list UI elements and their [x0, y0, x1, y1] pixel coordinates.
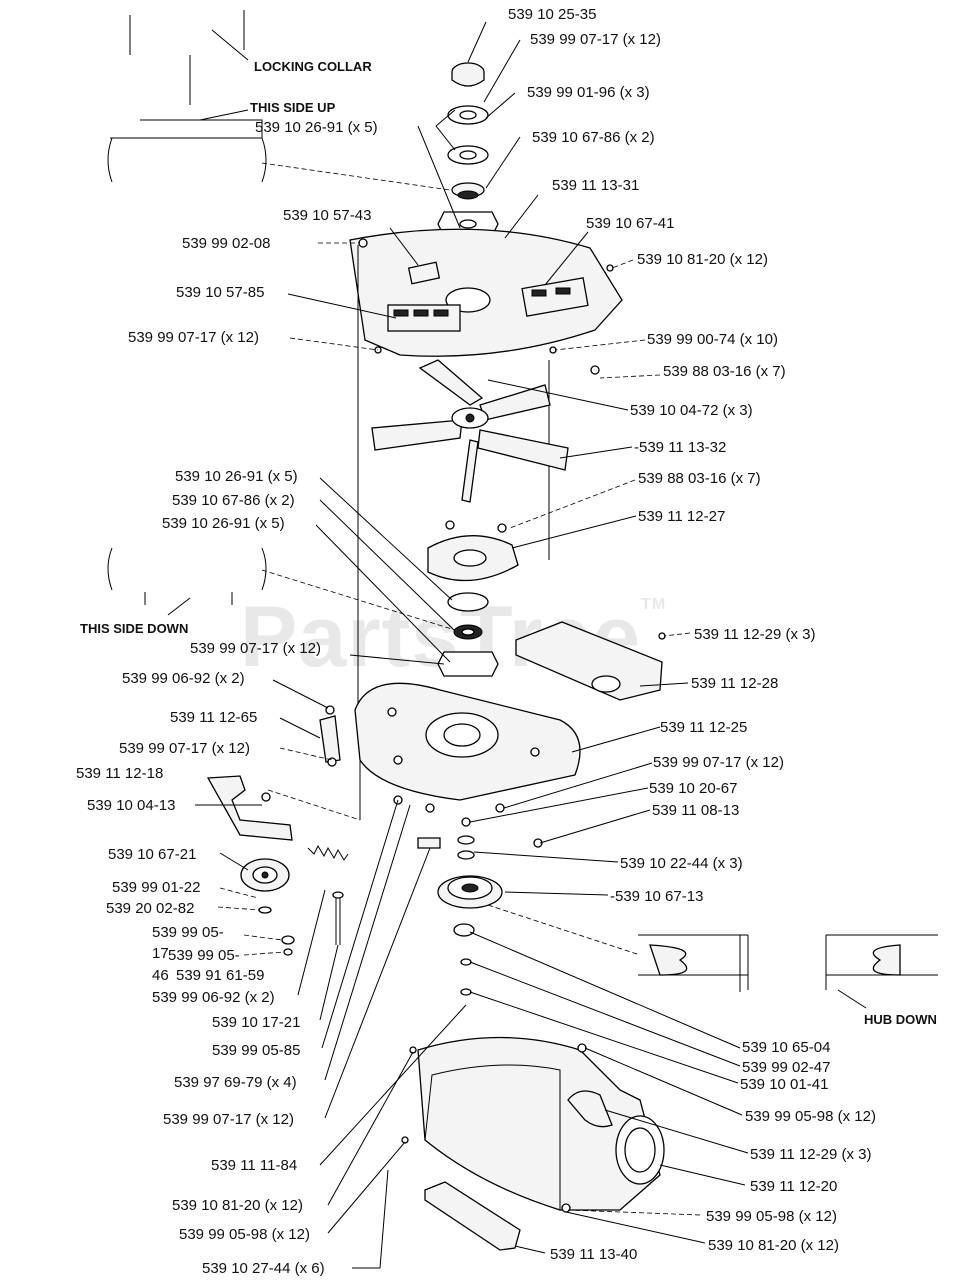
- note-hub-down: HUB DOWN: [864, 1012, 937, 1027]
- callout-label: 539 11 12-28: [691, 675, 778, 692]
- top-plate: [349, 228, 623, 375]
- callout-label: 539 99 07-17 (x 12): [653, 754, 784, 771]
- lower-chute-housing: [401, 1036, 665, 1213]
- callout-label: 539 10 65-04: [742, 1039, 830, 1056]
- callout-label: 539 99 02-08: [182, 235, 270, 252]
- callout-label: 46: [152, 967, 169, 984]
- callout-label: 539 10 26-91 (x 5): [175, 468, 298, 485]
- skid-plate: [424, 1181, 521, 1251]
- callout-label: 539 99 05-98 (x 12): [745, 1108, 876, 1125]
- callout-label: 539 10 25-35: [508, 6, 596, 23]
- callout-label: 539 10 04-13: [87, 797, 175, 814]
- callout-label: 539 10 81-20 (x 12): [172, 1197, 303, 1214]
- callout-label: 539 99 07-17 (x 12): [163, 1111, 294, 1128]
- callout-label: 539 99 00-74 (x 10): [647, 331, 778, 348]
- callout-label: 539 99 07-17 (x 12): [128, 329, 259, 346]
- callout-label: 17: [152, 945, 169, 962]
- callout-label: 539 10 67-41: [586, 215, 674, 232]
- callout-label: 539 20 02-82: [106, 900, 194, 917]
- callout-label: 539 99 07-17 (x 12): [530, 31, 661, 48]
- hub-plate: [427, 520, 519, 677]
- note-this-side-up: THIS SIDE UP: [250, 100, 336, 115]
- callout-label: 539 88 03-16 (x 7): [663, 363, 786, 380]
- note-this-side-down: THIS SIDE DOWN: [80, 621, 188, 636]
- top-bearing-stack: [417, 62, 499, 237]
- callout-label: 539 10 57-43: [283, 207, 371, 224]
- callout-label: 539 99 05-: [168, 947, 240, 964]
- callout-label: 539 10 20-67: [649, 780, 737, 797]
- leader-lines: [195, 21, 749, 1269]
- callout-label: 539 10 27-44 (x 6): [202, 1260, 325, 1277]
- callout-label: 539 11 08-13: [652, 802, 739, 819]
- callout-label: 539 10 57-85: [176, 284, 264, 301]
- callout-label: 539 99 06-92 (x 2): [122, 670, 245, 687]
- callout-label: 539 99 07-17 (x 12): [119, 740, 250, 757]
- main-housing: [354, 682, 581, 820]
- callout-label: 539 99 05-98 (x 12): [706, 1208, 837, 1225]
- callout-label: 539 11 13-40: [550, 1246, 637, 1263]
- callout-label: 539 11 12-27: [638, 508, 725, 525]
- callout-label: 539 10 67-86 (x 2): [532, 129, 655, 146]
- callout-label: 539 91 61-59: [176, 967, 264, 984]
- callout-label: 539 99 05-98 (x 12): [179, 1226, 310, 1243]
- tensioner-linkage: [206, 705, 361, 841]
- callout-label: 539 10 67-86 (x 2): [172, 492, 295, 509]
- drive-pulley: [437, 875, 503, 996]
- callout-label: 539 10 67-21: [108, 846, 196, 863]
- callout-label: 539 99 05-85: [212, 1042, 300, 1059]
- callout-label: -539 11 13-32: [634, 439, 726, 456]
- callout-label: 539 10 04-72 (x 3): [630, 402, 753, 419]
- center-fasteners: [393, 795, 543, 860]
- callout-label: 539 99 02-47: [742, 1059, 830, 1076]
- callout-label: 539 99 01-22: [112, 879, 200, 896]
- hub-orientation-detail: [487, 904, 938, 1009]
- callout-label: 539 10 17-21: [212, 1014, 300, 1031]
- callout-label: -539 10 67-13: [610, 888, 703, 905]
- callout-label: 539 10 81-20 (x 12): [708, 1237, 839, 1254]
- impeller: [371, 359, 569, 503]
- callout-label: 539 97 69-79 (x 4): [174, 1074, 297, 1091]
- callout-label: 539 11 12-18: [76, 765, 163, 782]
- chute-bracket: [515, 621, 666, 701]
- callout-label: 539 10 81-20 (x 12): [637, 251, 768, 268]
- callout-label: 539 11 12-29 (x 3): [750, 1146, 871, 1163]
- callout-label: 539 10 26-91 (x 5): [255, 119, 378, 136]
- callout-label: 539 10 22-44 (x 3): [620, 855, 743, 872]
- insert-this-side-down: [107, 547, 456, 631]
- spring-and-bolt: [307, 844, 349, 945]
- note-locking-collar: LOCKING COLLAR: [254, 59, 372, 74]
- callout-label: 539 11 12-25: [660, 719, 747, 736]
- callout-label: 539 99 06-92 (x 2): [152, 989, 275, 1006]
- callout-label: 539 99 05-: [152, 924, 224, 941]
- callout-label: 539 11 13-31: [552, 177, 639, 194]
- callout-label: 539 10 01-41: [740, 1076, 828, 1093]
- insert-this-side-up: [107, 10, 451, 191]
- callout-label: 539 99 07-17 (x 12): [190, 640, 321, 657]
- callout-label: 539 11 12-29 (x 3): [694, 626, 815, 643]
- callout-label: 539 88 03-16 (x 7): [638, 470, 761, 487]
- callout-label: 539 99 01-96 (x 3): [527, 84, 650, 101]
- callout-label: 539 11 11-84: [211, 1157, 297, 1174]
- callout-label: 539 11 12-65: [170, 709, 257, 726]
- callout-label: 539 10 26-91 (x 5): [162, 515, 285, 532]
- idler-pulley: [240, 858, 295, 956]
- callout-label: 539 11 12-20: [750, 1178, 837, 1195]
